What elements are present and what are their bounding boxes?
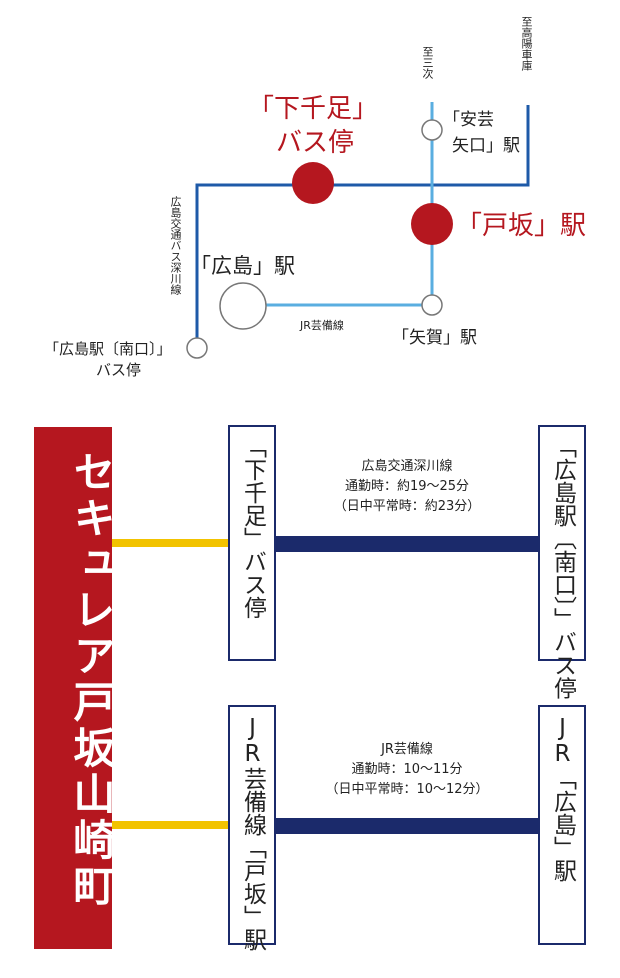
label-hiroshima: 「広島」駅 xyxy=(190,254,295,278)
route-bar-1 xyxy=(276,536,538,552)
station-minamiguchi-marker xyxy=(186,337,208,359)
label-hesaka: 「戸坂」駅 xyxy=(456,211,587,241)
destination-box-2: JR「広島」駅 xyxy=(538,705,586,945)
route-info-1: 広島交通深川線 通勤時：約19〜25分 （日中平常時：約23分） xyxy=(300,457,514,517)
bus-line-fukawa xyxy=(195,105,530,348)
label-jr-line: JR芸備線 xyxy=(300,319,344,332)
station-aki-yaguchi-marker xyxy=(421,119,443,141)
label-aki-yaguchi-2: 矢口」駅 xyxy=(452,136,520,156)
route-map xyxy=(186,102,530,359)
route-info-2: JR芸備線 通勤時：10〜11分 （日中平常時：10〜12分） xyxy=(300,740,514,800)
label-aki-yaguchi-1: 「安芸 xyxy=(443,110,494,130)
station-shimosenzoku-marker xyxy=(292,162,334,204)
connector-yellow-2 xyxy=(112,821,228,829)
label-minamiguchi-2: バス停 xyxy=(96,361,142,379)
origin-label-2: JR芸備線「戸坂」駅 xyxy=(239,715,266,951)
route-line-2: JR芸備線 xyxy=(381,742,433,757)
label-shimosenzoku-2: バス停 xyxy=(276,128,355,158)
label-shimosenzoku-1: 「下千足」 xyxy=(248,94,379,124)
origin-box-2: JR芸備線「戸坂」駅 xyxy=(228,705,276,951)
route-line-1: 広島交通深川線 xyxy=(361,459,453,474)
station-hesaka-marker xyxy=(411,203,453,245)
origin-label-1: 「下千足」バス停 xyxy=(239,435,266,619)
origin-box-1: 「下千足」バス停 xyxy=(228,425,276,661)
destination-label-1: 「広島駅〔南口〕」バス停 xyxy=(549,435,576,700)
property-name-panel xyxy=(34,427,112,949)
label-yaga: 「矢賀」駅 xyxy=(392,328,477,348)
property-name: セキュレア戸坂山崎町 xyxy=(67,450,116,910)
destination-box-1: 「広島駅〔南口〕」バス停 xyxy=(538,425,586,700)
route-offpeak-2: （日中平常時：10〜12分） xyxy=(325,782,489,798)
label-bus-line: 広島交通バス深川線 xyxy=(169,196,182,295)
connector-yellow-1 xyxy=(112,539,228,547)
label-minamiguchi-1: 「広島駅〔南口〕」 xyxy=(44,340,172,358)
label-to-kouyou: 至高陽車庫 xyxy=(520,16,533,71)
route-bar-2 xyxy=(276,818,538,834)
station-yaga-marker xyxy=(421,294,443,316)
route-commute-1: 通勤時：約19〜25分 xyxy=(344,479,470,495)
route-commute-2: 通勤時：10〜11分 xyxy=(351,762,463,778)
destination-label-2: JR「広島」駅 xyxy=(549,715,576,882)
route-offpeak-1: （日中平常時：約23分） xyxy=(333,499,481,515)
label-to-miyoshi: 至三次 xyxy=(421,46,434,79)
station-hiroshima-marker xyxy=(219,282,267,330)
